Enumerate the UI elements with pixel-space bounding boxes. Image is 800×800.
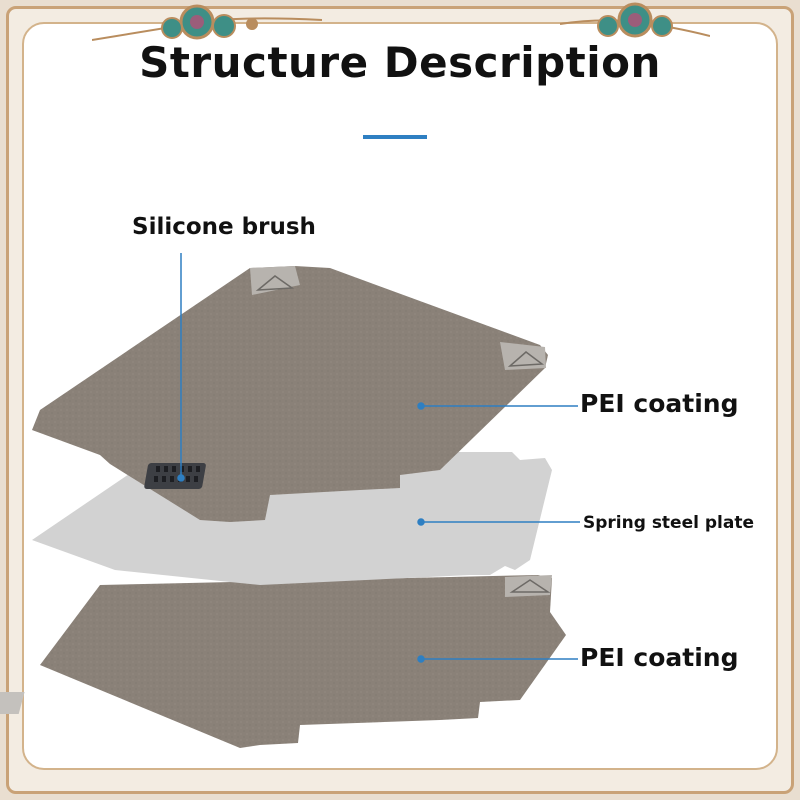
page-title: Structure Description bbox=[139, 38, 661, 87]
bottom-corner-tab-icon bbox=[505, 575, 552, 597]
spring-steel-plate-label: Spring steel plate bbox=[583, 513, 754, 533]
top-right-corner-tab-icon bbox=[500, 342, 546, 370]
top-left-corner-tab-icon bbox=[250, 266, 300, 295]
spring-leader-dot bbox=[417, 518, 425, 526]
pei-top-leader-dot bbox=[417, 402, 425, 410]
title-underline bbox=[363, 135, 427, 139]
silicone-brush-label: Silicone brush bbox=[132, 214, 316, 240]
bottom-label-tab bbox=[0, 692, 25, 714]
silicone-brush-icon bbox=[144, 463, 206, 489]
pei-bottom-leader-dot bbox=[417, 655, 425, 663]
left-ornament-icon bbox=[92, 4, 322, 41]
pei-coating-top-label: PEI coating bbox=[580, 389, 739, 418]
pei-coating-bottom-label: PEI coating bbox=[580, 643, 739, 672]
bottom-pei-sheet bbox=[40, 575, 566, 748]
brush-leader-dot bbox=[177, 474, 185, 482]
right-ornament-icon bbox=[560, 2, 710, 38]
top-pei-sheet bbox=[32, 266, 548, 522]
